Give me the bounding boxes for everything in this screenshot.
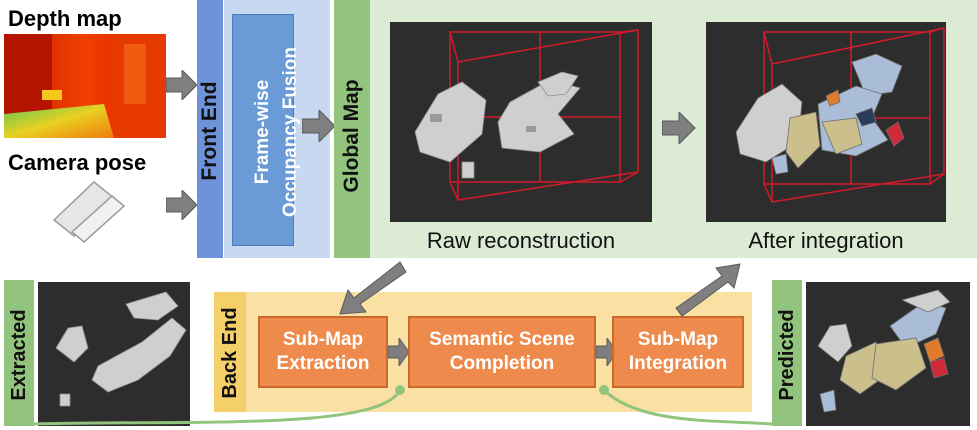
back-end-bar <box>214 292 246 412</box>
raw-reconstruction-view <box>390 22 652 222</box>
semantic-scene-completion-box: Semantic Scene Completion <box>408 316 596 388</box>
raw-reconstruction-caption: Raw reconstruction <box>426 228 616 253</box>
arrow-pose-to-frontend <box>166 190 198 220</box>
front-end-bar <box>197 0 223 258</box>
fusion-label-line2: Occupancy Fusion <box>280 47 301 217</box>
ssc-line1: Semantic Scene <box>429 329 575 350</box>
submap-extraction-box: Sub-Map Extraction <box>258 316 388 388</box>
global-map-label: Global Map <box>340 79 363 193</box>
fusion-label-line1: Frame-wise <box>252 79 273 185</box>
front-end-label: Front End <box>198 81 221 181</box>
submap-integration-box: Sub-Map Integration <box>612 316 744 388</box>
predicted-submap-view <box>806 282 970 426</box>
arrow-extraction-to-ssc <box>388 338 410 366</box>
arrow-backend-to-after <box>675 263 741 317</box>
submap-extraction-line1: Sub-Map <box>282 329 364 350</box>
camera-pose-label: Camera pose <box>8 150 147 175</box>
global-map-bar <box>334 0 370 258</box>
arrow-raw-to-after <box>662 112 696 144</box>
after-integration-caption: After integration <box>748 228 904 253</box>
arrow-fusion-to-globalmap <box>302 110 336 142</box>
submap-integration-line2: Integration <box>628 353 728 374</box>
extracted-submap-view <box>38 282 190 426</box>
after-integration-view <box>706 22 946 222</box>
arrow-globalmap-to-backend <box>339 261 407 315</box>
submap-integration-line1: Sub-Map <box>637 329 719 350</box>
predicted-bar <box>772 280 802 426</box>
depth-map-label: Depth map <box>8 6 122 31</box>
arrow-depth-to-frontend <box>166 70 198 100</box>
ssc-line2: Completion <box>449 353 555 374</box>
connector-curves <box>33 385 773 426</box>
camera-pose-icon <box>52 181 126 243</box>
extracted-bar <box>4 280 34 426</box>
submap-extraction-line2: Extraction <box>276 353 370 374</box>
fusion-box <box>232 14 294 246</box>
depth-map-image <box>4 34 166 138</box>
